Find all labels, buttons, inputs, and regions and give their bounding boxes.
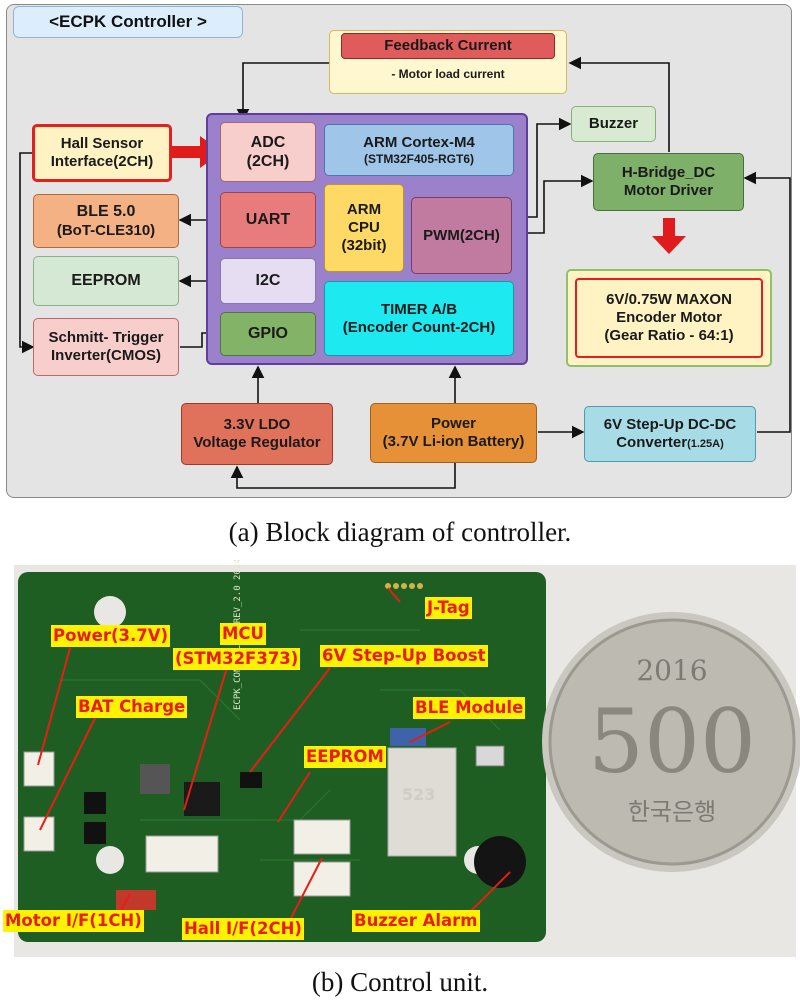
feedback-label: Feedback Current: [341, 33, 555, 59]
uart-block: UART: [220, 192, 316, 248]
gpio-label: GPIO: [247, 325, 288, 343]
ble-line1: BLE 5.0: [76, 203, 136, 221]
buzzer-label: Buzzer: [588, 115, 639, 132]
stepup-line2-small: (1.25A): [687, 438, 724, 450]
i2c-block: I2C: [220, 258, 316, 304]
hall-if-label: Hall I/F(2CH): [182, 918, 304, 940]
ldo-line2: Voltage Regulator: [193, 434, 321, 451]
motor-inner-block: 6V/0.75W MAXON Encoder Motor (Gear Ratio…: [575, 278, 763, 358]
cpu-line1: ARM: [346, 201, 382, 218]
power-label: Power(3.7V): [51, 625, 171, 647]
caption-a: (a) Block diagram of controller.: [228, 517, 572, 547]
cpu-line3: (32bit): [341, 237, 387, 254]
power-block: Power (3.7V Li-ion Battery): [370, 403, 537, 463]
cpu-block: ARM CPU (32bit): [324, 184, 404, 272]
motor-outer-block: 6V/0.75W MAXON Encoder Motor (Gear Ratio…: [566, 269, 772, 367]
cpu-line2: CPU: [348, 219, 380, 236]
power-ldo-arrow: [230, 463, 456, 489]
coin-year: 2016: [636, 654, 707, 687]
arm-line1: ARM Cortex-M4: [363, 133, 475, 151]
ble-module-label: BLE Module: [413, 697, 526, 719]
ble-block: BLE 5.0 (BoT-CLE310): [33, 194, 179, 248]
jtag-label: J-Tag: [425, 597, 472, 619]
hbridge-motor-red-arrow: [652, 218, 686, 254]
power-line1: Power: [430, 415, 476, 432]
motor-line1: 6V/0.75W MAXON: [606, 291, 732, 308]
mcu-part-label: (STM32F373): [173, 648, 301, 670]
eeprom-photo-label: EEPROM: [304, 746, 386, 768]
motor-if-label: Motor I/F(1CH): [3, 910, 144, 932]
buzzer-block: Buzzer: [571, 106, 656, 142]
stepup-line1: 6V Step-Up DC-DC: [603, 416, 737, 433]
eeprom-label: EEPROM: [71, 272, 141, 290]
ble-module-text: 523: [402, 785, 435, 804]
timer-line2: (Encoder Count-2CH): [342, 318, 496, 336]
pwm-label: PWM(2CH): [423, 226, 500, 244]
stepup-boost-label: 6V Step-Up Boost: [320, 645, 488, 667]
i2c-label: I2C: [255, 272, 281, 290]
motor-line2: Encoder Motor: [616, 309, 722, 326]
hall-line2: Interface(2CH): [50, 153, 154, 170]
uart-label: UART: [245, 211, 291, 229]
adc-block: ADC (2CH): [220, 122, 316, 182]
coin-value: 500: [588, 690, 756, 793]
bat-charge-label: BAT Charge: [76, 696, 188, 718]
feedback-block: Feedback Current - Motor load current: [329, 30, 567, 94]
pwm-hbridge-arrow: [512, 174, 594, 234]
pcb-details: 523 ECPK_CONTROLLER_REV_2.0 2024_02_16 2…: [23, 560, 800, 921]
eeprom-block: EEPROM: [33, 256, 179, 306]
motor-line3: (Gear Ratio - 64:1): [604, 327, 734, 344]
hbridge-line1: H-Bridge_DC: [621, 164, 716, 181]
hall-schmitt-arrow: [19, 152, 35, 354]
hbridge-block: H-Bridge_DC Motor Driver: [593, 153, 744, 211]
schmitt-line1: Schmitt- Trigger: [48, 329, 164, 346]
hall-sensor-block: Hall Sensor Interface(2CH): [32, 124, 172, 182]
adc-line1: ADC: [250, 133, 286, 151]
feedback-to-adc-arrow: [236, 62, 330, 122]
stepup-hbridge-arrow: [743, 171, 791, 433]
feedback-sub: - Motor load current: [391, 67, 505, 81]
stepup-block: 6V Step-Up DC-DC Converter(1.25A): [584, 406, 756, 462]
pwm-block: PWM(2CH): [411, 197, 512, 274]
power-line2: (3.7V Li-ion Battery): [382, 433, 525, 450]
ldo-block: 3.3V LDO Voltage Regulator: [181, 403, 333, 465]
schmitt-block: Schmitt- Trigger Inverter(CMOS): [33, 318, 179, 376]
hall-line1: Hall Sensor: [60, 135, 144, 152]
mcu-label: MCU: [220, 623, 266, 645]
caption-b: (b) Control unit.: [311, 967, 489, 997]
stepup-line2: Converter: [616, 434, 688, 451]
ble-line2: (BoT-CLE310): [56, 221, 156, 239]
adc-line2: (2CH): [246, 153, 290, 170]
controller-title: <ECPK Controller >: [13, 6, 243, 38]
schmitt-line2: Inverter(CMOS): [50, 347, 162, 364]
ldo-line1: 3.3V LDO: [223, 416, 291, 433]
buzzer-alarm-label: Buzzer Alarm: [352, 910, 480, 932]
hbridge-line2: Motor Driver: [623, 182, 714, 199]
coin-korean: 한국은행: [628, 798, 716, 826]
arm-line2: (STM32F405-RGT6): [363, 151, 475, 166]
gpio-block: GPIO: [220, 312, 316, 356]
hbridge-to-feedback-arrow: [568, 56, 670, 152]
arm-cortex-block: ARM Cortex-M4 (STM32F405-RGT6): [324, 124, 514, 176]
timer-block: TIMER A/B (Encoder Count-2CH): [324, 281, 514, 356]
timer-line1: TIMER A/B: [380, 300, 458, 318]
